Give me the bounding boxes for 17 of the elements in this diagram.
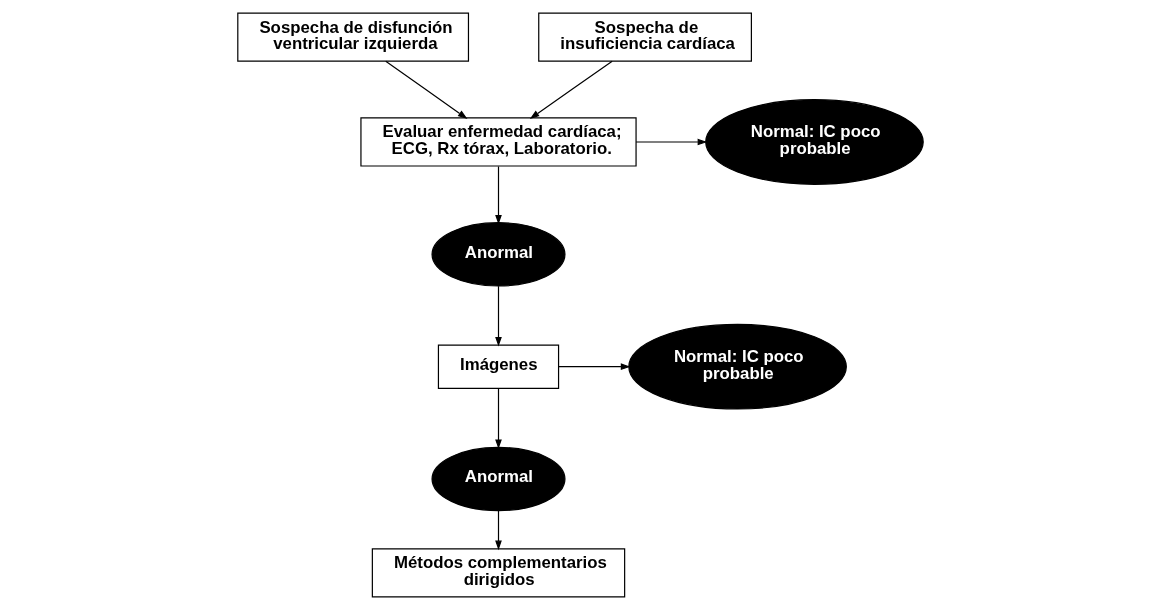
- node-box: Sospecha de insuficiencia cardíaca: [537, 12, 752, 62]
- arrow: [494, 510, 502, 551]
- node-box: Sospecha de disfunción ventricular izquierda: [236, 12, 469, 62]
- arrow: [384, 60, 467, 119]
- arrow: [557, 363, 630, 371]
- node-box: Imágenes: [437, 344, 559, 389]
- node-ellipse: Anormal: [430, 222, 566, 287]
- node-box: Evaluar enfermedad cardíaca; ECG, Rx tórax, Laboratorio.: [359, 117, 637, 167]
- node-box: Métodos complementarios dirigidos: [371, 548, 625, 598]
- arrow: [494, 165, 502, 225]
- node-ellipse: Normal: IC poco probable: [704, 99, 924, 185]
- arrow: [635, 138, 707, 146]
- node-ellipse: Anormal: [430, 446, 566, 512]
- arrow: [529, 60, 613, 119]
- node-ellipse: Normal: IC poco probable: [627, 323, 847, 410]
- arrow: [494, 387, 502, 450]
- arrow: [494, 285, 502, 347]
